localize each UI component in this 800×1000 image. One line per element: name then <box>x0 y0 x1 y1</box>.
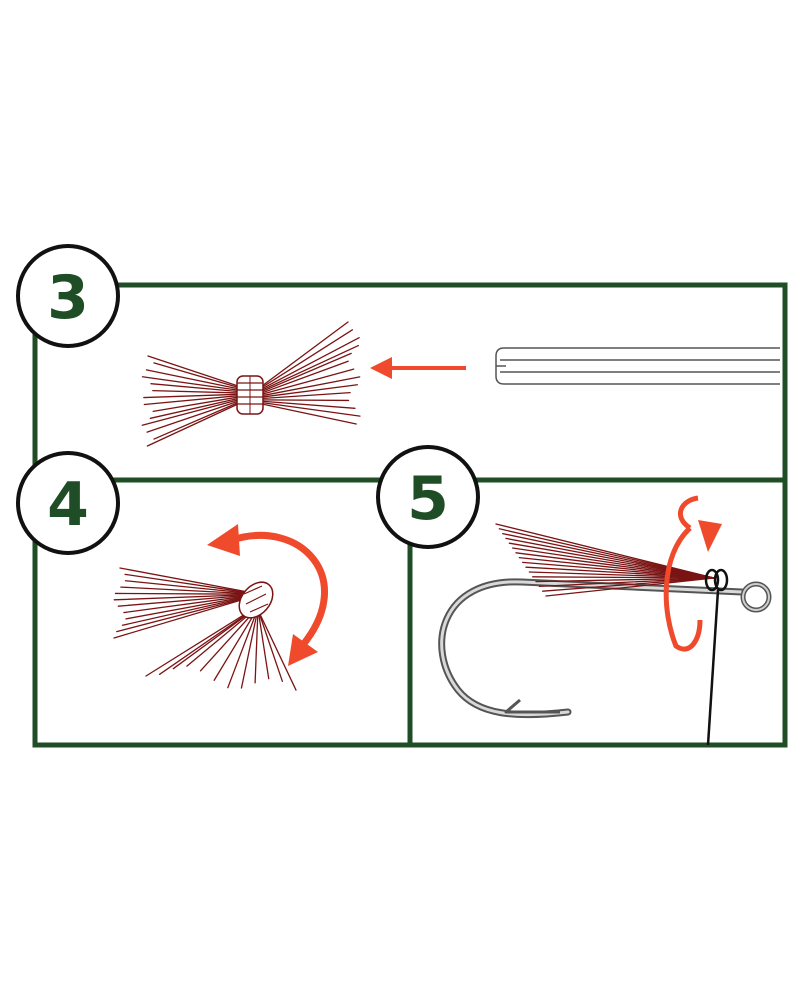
fold-arrow <box>207 524 328 666</box>
fiber-strand <box>502 532 715 579</box>
fiber-strand <box>518 556 715 579</box>
fiber-strand <box>257 608 284 682</box>
fiber-strand <box>113 594 249 601</box>
fiber-strand <box>121 596 249 626</box>
fiber-strand <box>545 577 715 597</box>
fiber-strand <box>512 547 715 579</box>
fiber-strands <box>495 347 780 385</box>
fiber-strand <box>146 403 239 447</box>
fiber-strand <box>498 528 715 579</box>
fiber-strand <box>149 397 239 419</box>
fiber-strand <box>240 607 259 689</box>
fiber-strand <box>152 389 239 394</box>
fiber-strand <box>261 337 360 390</box>
fiber-strand <box>124 573 249 594</box>
fiber-strand <box>213 607 259 681</box>
fiber-strand <box>254 608 259 684</box>
fiber-strand <box>114 592 249 595</box>
fiber-strand <box>143 395 239 406</box>
fiber-strand <box>261 400 356 409</box>
left-arrow <box>370 357 466 379</box>
fiber-strand <box>535 577 715 583</box>
thread-wraps <box>236 375 264 415</box>
fiber-strand <box>123 595 249 614</box>
fiber-strand <box>120 586 249 595</box>
fiber-strand <box>141 376 239 391</box>
fiber-strand <box>508 542 715 579</box>
fiber-strand <box>158 605 259 675</box>
fiber-strand <box>532 576 715 579</box>
fiber-strand <box>261 352 352 393</box>
step-number-4: 4 <box>47 470 89 540</box>
fiber-strand <box>146 400 239 433</box>
fiber-strand <box>261 344 360 391</box>
fiber-strand <box>153 401 239 440</box>
fiber-strand <box>538 577 715 588</box>
fiber-strand <box>495 523 715 579</box>
wrap-arrow <box>663 495 722 652</box>
step-badge-3: 3 <box>16 244 120 348</box>
fiber-strand <box>117 594 249 607</box>
fiber-strand <box>147 355 239 387</box>
fiber-strand <box>261 399 350 402</box>
tied-tail-fibers <box>495 523 715 597</box>
fiber-strand <box>505 537 715 579</box>
step-number-3: 3 <box>47 263 89 333</box>
tying-thread <box>704 568 729 746</box>
step-badge-5: 5 <box>376 445 480 549</box>
fiber-strand <box>261 329 354 389</box>
fiber-strand <box>257 608 270 680</box>
fiber-strand <box>525 566 715 579</box>
fiber-strand <box>261 376 361 397</box>
fiber-strand <box>119 567 249 593</box>
fiber-strand <box>150 383 239 393</box>
step-number-5: 5 <box>407 464 449 534</box>
fiber-strand <box>141 399 239 426</box>
fold-wraps <box>238 581 274 619</box>
fiber-strand <box>257 609 297 691</box>
fiber-strand <box>125 595 249 620</box>
fiber-strand <box>227 607 259 689</box>
fiber-strand <box>261 403 357 425</box>
fiber-strand <box>145 605 259 677</box>
fiber-strand <box>515 552 715 579</box>
fiber-strand <box>172 606 259 670</box>
fiber-strand <box>261 321 349 387</box>
panel-step-5 <box>407 477 788 748</box>
fiber-strand <box>261 360 349 394</box>
fiber-strand <box>143 393 239 399</box>
fiber-strand <box>153 362 239 389</box>
fiber-strand <box>145 369 239 390</box>
tied-fiber-bundle <box>141 321 361 447</box>
fiber-strand <box>528 571 715 579</box>
fiber-strand <box>542 577 715 592</box>
fiber-strand <box>152 396 239 413</box>
fiber-strand <box>261 368 355 395</box>
fiber-strand <box>261 401 361 417</box>
fish-hook <box>438 578 772 719</box>
fiber-strand <box>113 597 249 639</box>
step-badge-4: 4 <box>16 451 120 555</box>
fiber-strand <box>522 561 715 579</box>
fiber-strand <box>261 391 351 400</box>
fiber-strand <box>124 580 249 594</box>
fiber-strand <box>116 596 249 633</box>
fiber-strand <box>261 384 359 398</box>
